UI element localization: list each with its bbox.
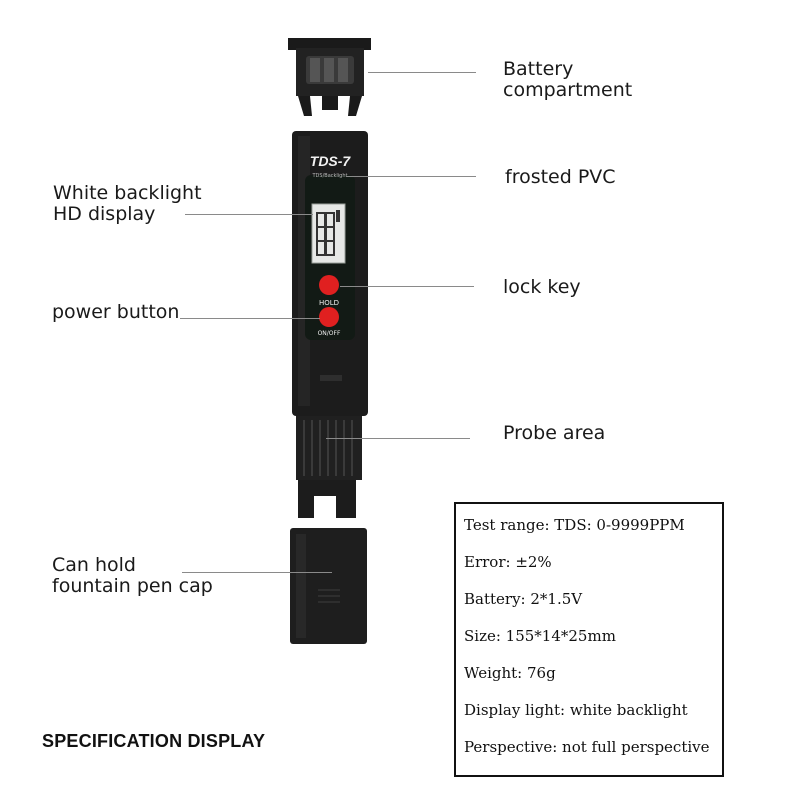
pen-cap xyxy=(290,528,367,644)
callout-probe-text: Probe area xyxy=(503,422,606,444)
callout-probe: Probe area xyxy=(503,423,605,444)
callout-lock: lock key xyxy=(503,277,581,298)
spec-battery: Battery: 2*1.5V xyxy=(464,590,583,608)
callout-frosted: frosted PVC xyxy=(505,167,616,188)
callout-battery-line2: compartment xyxy=(503,79,633,101)
callout-display-line2: HD display xyxy=(53,203,156,225)
leader-display xyxy=(185,214,313,215)
battery-compartment xyxy=(288,38,371,116)
onoff-button xyxy=(319,307,339,327)
leader-lock xyxy=(340,286,474,287)
specification-box: Test range: TDS: 0-9999PPM Error: ±2% Ba… xyxy=(454,502,724,777)
callout-cap: Can hold fountain pen cap xyxy=(52,555,213,597)
leader-power xyxy=(180,318,320,319)
callout-cap-line1: Can hold xyxy=(52,554,136,576)
hold-label: HOLD xyxy=(319,299,339,307)
leader-probe xyxy=(326,438,470,439)
callout-frosted-text: frosted PVC xyxy=(505,166,616,188)
section-title: SPECIFICATION DISPLAY xyxy=(42,731,266,751)
callout-battery: Battery compartment xyxy=(503,59,632,101)
callout-display-line1: White backlight xyxy=(53,182,202,204)
spec-test-range: Test range: TDS: 0-9999PPM xyxy=(464,516,685,534)
callout-battery-line1: Battery xyxy=(503,58,574,80)
spec-display-light: Display light: white backlight xyxy=(464,701,688,719)
onoff-label: ON/OFF xyxy=(318,330,341,337)
device-model-label: TDS-7 xyxy=(310,153,352,169)
leader-cap xyxy=(182,572,332,573)
probe-area xyxy=(296,416,362,518)
callout-power-text: power button xyxy=(52,301,180,323)
leader-frosted xyxy=(346,176,476,177)
callout-lock-text: lock key xyxy=(503,276,581,298)
meter-body xyxy=(292,131,368,416)
spec-perspective: Perspective: not full perspective xyxy=(464,738,710,756)
lcd-display xyxy=(311,203,346,264)
spec-size: Size: 155*14*25mm xyxy=(464,627,616,645)
leader-battery xyxy=(368,72,476,73)
spec-error: Error: ±2% xyxy=(464,553,552,571)
callout-cap-line2: fountain pen cap xyxy=(52,575,213,597)
callout-power: power button xyxy=(52,302,179,323)
callout-display: White backlight HD display xyxy=(53,183,202,225)
hold-button xyxy=(319,275,339,295)
device-model-sublabel: TDS/Backlight xyxy=(312,173,348,179)
spec-weight: Weight: 76g xyxy=(464,664,556,682)
